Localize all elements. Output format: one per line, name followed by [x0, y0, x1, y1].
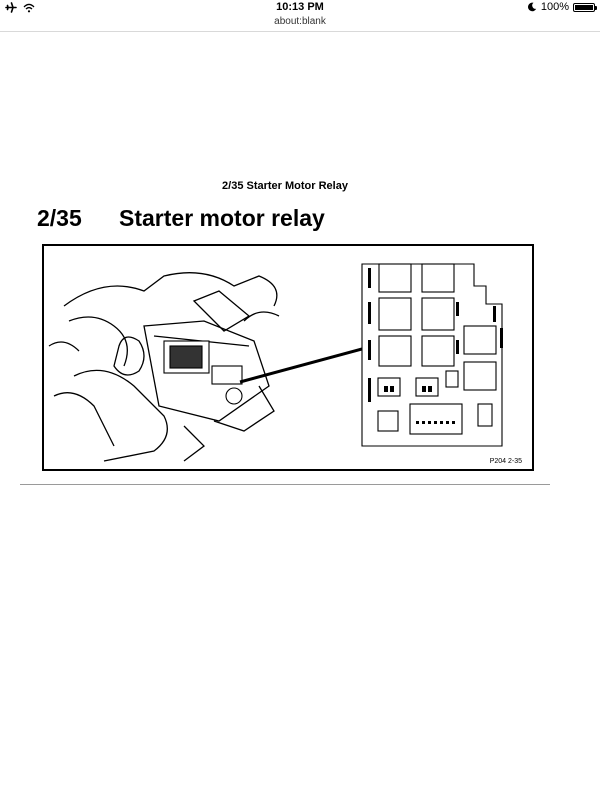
engine-relay-box [163, 340, 243, 405]
airplane-icon [5, 2, 17, 13]
status-bar: 10:13 PM 100% [0, 0, 600, 16]
battery-icon [573, 2, 597, 12]
figure-heading: 2/35 Starter motor relay [37, 205, 325, 232]
heading-text: Starter motor relay [119, 205, 325, 231]
relay-panel-diagram [361, 263, 503, 447]
address-bar-divider [0, 31, 600, 32]
status-left [5, 2, 35, 13]
status-time: 10:13 PM [276, 1, 324, 13]
relay-location-illustration [48, 263, 503, 462]
relay-panel-terminals [368, 268, 503, 424]
moon-icon [527, 2, 537, 12]
status-right: 100% [527, 1, 597, 13]
address-bar[interactable]: about:blank [274, 16, 326, 27]
wifi-icon [23, 3, 35, 12]
relay-diagram-figure: P204 2-35 [42, 244, 534, 471]
figure-caption: P204 2-35 [489, 458, 522, 465]
content-divider [20, 484, 550, 485]
battery-percent: 100% [540, 1, 569, 13]
heading-number: 2/35 [37, 205, 82, 231]
engine-bay-drawing [48, 272, 280, 462]
page-title: 2/35 Starter Motor Relay [222, 180, 348, 192]
